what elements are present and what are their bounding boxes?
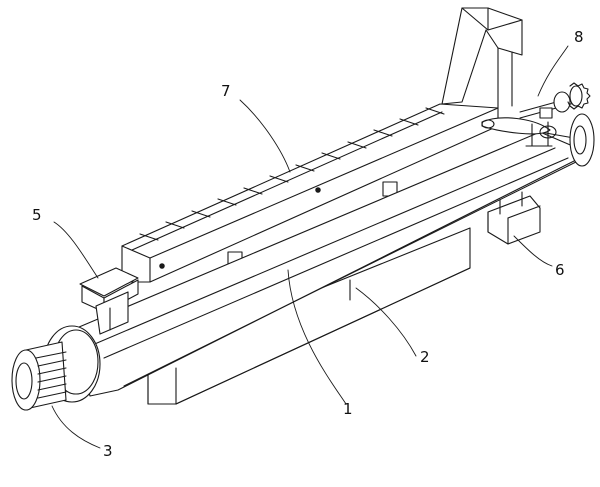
callout-label-5: 5 [32,206,42,224]
right-drive-assembly [481,82,595,167]
leader-lines [51,45,569,449]
callout-label-3: 3 [103,442,113,460]
callout-label-6: 6 [555,261,565,279]
callout-label-1: 1 [343,400,353,418]
chain-conveyor [121,7,523,283]
right-support [487,191,541,245]
leader-7 [239,99,291,173]
leader-1 [287,269,347,405]
leader-3 [51,405,101,449]
left-flange-motor [11,325,101,411]
callout-label-2: 2 [420,348,430,366]
leader-8 [537,45,569,97]
callout-label-8: 8 [574,28,584,46]
callout-label-7: 7 [221,82,231,100]
feed-hopper [79,267,139,335]
leader-2 [355,287,417,357]
leader-6 [513,235,553,267]
leader-5 [53,221,99,279]
